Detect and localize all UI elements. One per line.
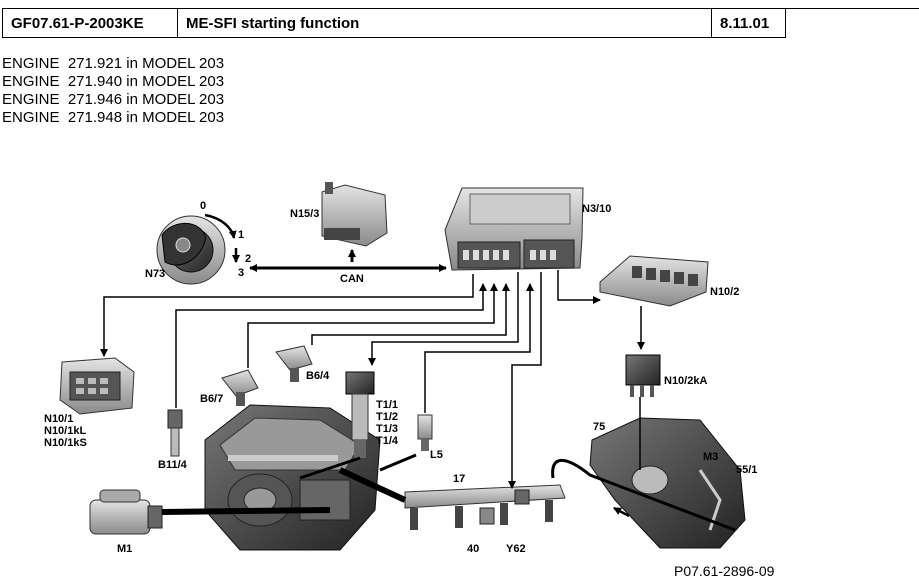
label-ignition-1: 1 [238,229,244,241]
fuel-rail [404,484,566,530]
label-ignition-3: 3 [238,267,244,279]
label-n10-2: N10/2 [710,286,739,298]
applicability-line: ENGINE 271.921 in MODEL 203 [2,55,225,72]
label-n3-10: N3/10 [582,203,611,215]
crankshaft-sensor-l5 [417,414,433,451]
label-n10-2ka: N10/2kA [664,375,707,387]
label-m3: M3 [703,451,718,463]
label-t1-2: T1/2 [376,411,398,423]
ignition-switch [156,213,240,285]
fuel-flow-arrow [613,506,630,518]
document-code: GF07.61-P-2003KE [2,8,178,38]
camshaft-sensor-b6-4 [275,345,313,382]
label-b11-4: B11/4 [158,459,188,471]
engine-block [204,404,381,551]
label-b6-4: B6/4 [306,370,330,382]
figure-reference: P07.61-2896-09 [674,563,775,579]
label-t1-4: T1/4 [376,435,399,447]
temperature-sensor-b11-4 [167,409,183,457]
sam-control-unit [59,357,135,415]
starter-motor [89,489,163,535]
label-l5: L5 [430,449,443,461]
signal-lines [100,249,645,515]
label-ignition-2: 2 [245,253,251,265]
applicability-list: ENGINE 271.921 in MODEL 203 ENGINE 271.9… [2,55,224,127]
label-40: 40 [467,543,479,555]
label-b6-7: B6/7 [200,393,223,405]
camshaft-sensor-b6-7 [221,369,259,406]
label-17: 17 [453,473,465,485]
label-n73: N73 [145,268,165,280]
label-can: CAN [340,273,364,285]
label-n10-1: N10/1 [44,413,73,425]
applicability-line: ENGINE 271.946 in MODEL 203 [2,91,225,108]
ignition-coil [345,371,375,458]
document-title: ME-SFI starting function [177,8,712,38]
label-n10-1ks: N10/1kS [44,437,87,449]
label-m1: M1 [117,543,132,555]
fuel-tank [589,417,746,549]
fuse-relay-module [599,255,709,307]
label-n15-3: N15/3 [290,208,319,220]
label-75: 75 [593,421,605,433]
fuel-line [551,458,736,532]
label-ignition-0: 0 [200,200,206,212]
header-rule [780,8,919,9]
label-t1-3: T1/3 [376,423,398,435]
document-header: GF07.61-P-2003KE ME-SFI starting functio… [2,8,786,38]
transmission-control-module [321,182,388,247]
label-n10-1kl: N10/1kL [44,425,86,437]
fuel-pump-relay [625,354,661,397]
document-version: 8.11.01 [711,8,786,38]
engine-control-unit [444,187,584,271]
applicability-line: ENGINE 271.948 in MODEL 203 [2,109,225,126]
label-55-1: 55/1 [736,464,757,476]
label-t1-1: T1/1 [376,399,398,411]
label-y62: Y62 [506,543,526,555]
applicability-line: ENGINE 271.940 in MODEL 203 [2,73,225,90]
